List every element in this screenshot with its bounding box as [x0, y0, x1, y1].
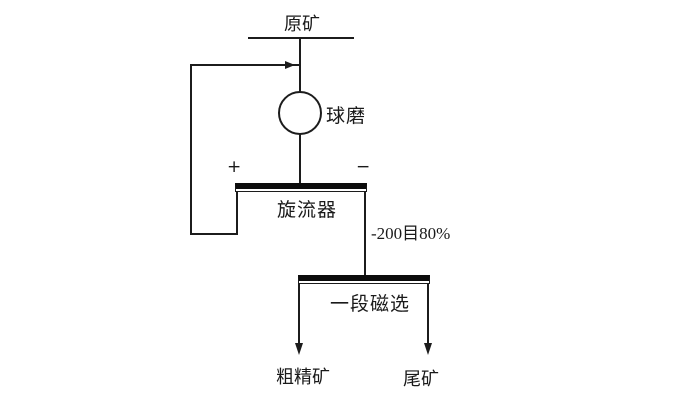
recycle-line-top — [190, 64, 300, 66]
concentrate-arrow-icon — [295, 343, 303, 355]
cyclone-label: 旋流器 — [277, 200, 338, 221]
recycle-flow-arrow-icon — [285, 61, 295, 69]
recycle-line-left — [190, 64, 192, 235]
raw-ore-label: 原矿 — [284, 14, 320, 34]
magnetic-separation-label: 一段磁选 — [330, 294, 411, 315]
ball-mill-node — [278, 91, 322, 135]
tailings-line — [427, 283, 429, 344]
tailings-arrow-icon — [424, 343, 432, 355]
cyclone-overflow-line — [364, 191, 366, 276]
ball-mill-label: 球磨 — [326, 106, 367, 127]
cyclone-separator-bar — [235, 183, 367, 192]
feed-line — [299, 38, 301, 93]
mill-to-cyclone-line — [299, 133, 301, 184]
raw-ore-feed-bar — [248, 37, 354, 39]
recycle-line-bottom — [190, 233, 238, 235]
magnetic-separator-bar — [298, 275, 430, 284]
concentrate-line — [298, 283, 300, 344]
cyclone-overflow-sign: − — [356, 157, 371, 177]
coarse-concentrate-label: 粗精矿 — [276, 367, 330, 387]
cyclone-underflow-sign: + — [227, 157, 242, 177]
cyclone-underflow-line — [236, 191, 238, 235]
tailings-label: 尾矿 — [403, 369, 439, 389]
overflow-fineness-label: -200目80% — [371, 224, 451, 243]
